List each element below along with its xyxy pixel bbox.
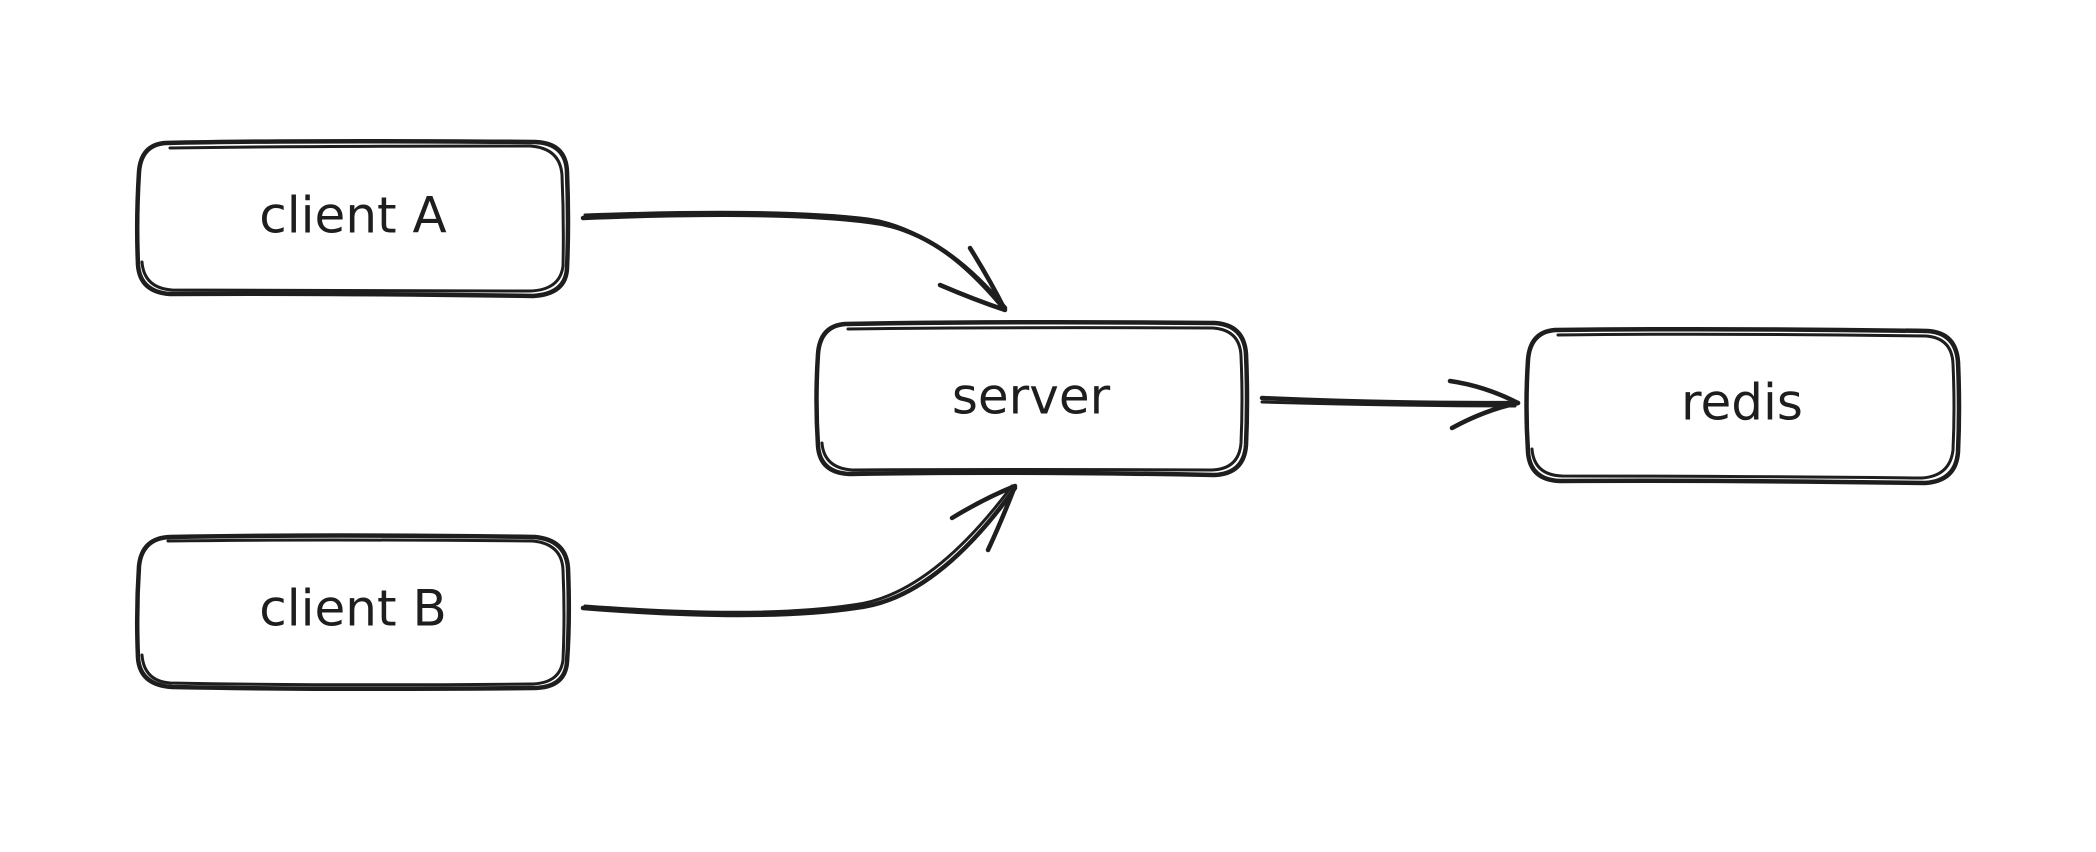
edge-client-b-to-server[interactable] — [580, 483, 1018, 618]
node-client-b[interactable]: client B — [134, 533, 572, 692]
node-label-redis: redis — [1681, 374, 1803, 432]
node-client-a[interactable]: client A — [134, 138, 571, 299]
node-label-client-a: client A — [259, 187, 446, 245]
node-label-client-b: client B — [259, 580, 447, 638]
node-server[interactable]: server — [814, 319, 1250, 478]
node-label-server: server — [952, 368, 1111, 426]
edge-client-a-to-server[interactable] — [580, 210, 1008, 313]
arrowhead-icon — [949, 483, 1018, 553]
edge-server-to-redis[interactable] — [1259, 378, 1521, 431]
arrowhead-icon — [937, 245, 1008, 313]
node-redis[interactable]: redis — [1524, 326, 1962, 486]
arrowhead-icon — [1447, 378, 1521, 431]
